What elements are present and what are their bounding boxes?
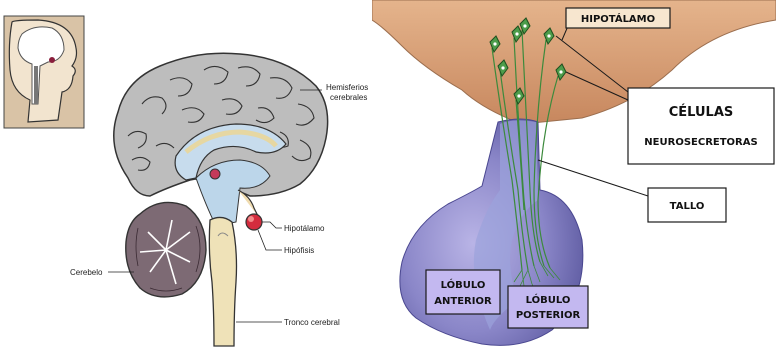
label-hipofisis-left: Hipófisis [284,246,314,255]
label-hipotalamo-right: HIPOTÁLAMO [581,12,655,25]
pineal-gland [210,169,220,179]
label-tronco-cerebral: Tronco cerebral [284,318,340,327]
label-celulas: CÉLULAS [669,104,734,120]
label-tallo: TALLO [670,201,705,212]
pituitary-panel: HIPOTÁLAMO CÉLULAS NEUROSECRETORAS TALLO… [372,0,776,356]
brainstem [209,217,236,346]
brain-sagittal-panel: Hemisferios cerebrales Hipotálamo Hipófi… [0,0,372,356]
label-hemisferios-2: cerebrales [330,93,367,102]
label-box-lobulo-anterior [426,270,500,314]
pituitary-illustration: HIPOTÁLAMO CÉLULAS NEUROSECRETORAS TALLO… [372,0,776,356]
brain-illustration: Hemisferios cerebrales Hipotálamo Hipófi… [0,0,372,356]
label-cerebelo: Cerebelo [70,268,103,277]
label-lobulo-anterior-1: LÓBULO [441,278,486,291]
cerebellum [126,202,206,296]
label-lobulo-anterior-2: ANTERIOR [434,296,492,307]
label-lobulo-posterior-2: POSTERIOR [516,310,581,321]
label-neurosecretoras: NEUROSECRETORAS [644,137,757,148]
label-hemisferios-1: Hemisferios [326,83,368,92]
label-box-celulas [628,88,774,164]
label-lobulo-posterior-1: LÓBULO [526,293,571,306]
label-hipotalamo-left: Hipotálamo [284,224,325,233]
label-box-lobulo-posterior [508,286,588,328]
head-thumbnail [4,16,84,128]
